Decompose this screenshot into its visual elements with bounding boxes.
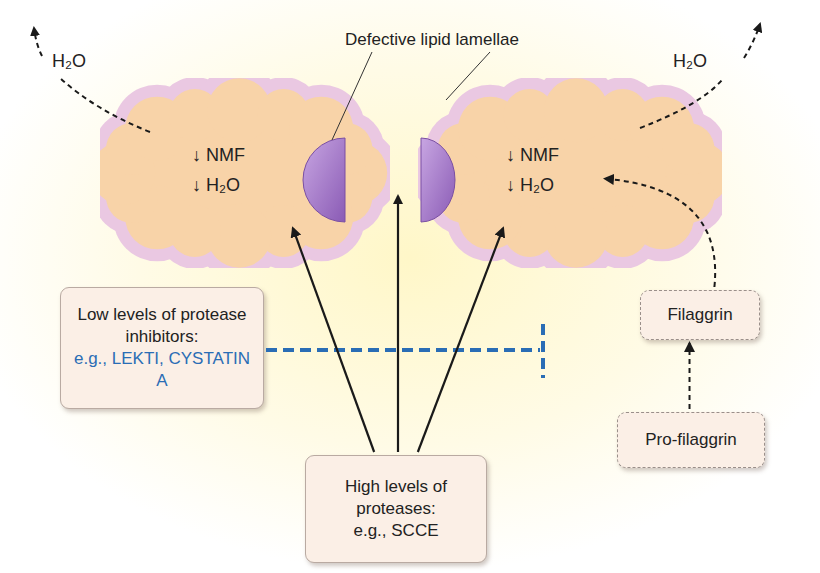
profilaggrin-box: Pro-filaggrin xyxy=(617,412,765,468)
status-text: ↓ NMF xyxy=(192,140,245,170)
text-group: ↓ NMF↓ H₂O xyxy=(506,140,559,200)
corneocyte-shape xyxy=(418,78,722,268)
protease-arrow xyxy=(397,196,399,452)
water-label: H₂O xyxy=(52,51,86,72)
cloud-layer xyxy=(422,78,722,267)
corneocyte-shape xyxy=(100,78,390,268)
protease-box: High levels of proteases:e.g., SCCE xyxy=(305,455,487,563)
inhibitor-box: Low levels of protease inhibitors:e.g., … xyxy=(60,287,264,409)
box-text: Filaggrin xyxy=(667,304,732,326)
status-text: ↓ H₂O xyxy=(192,170,245,200)
filaggrin-box: Filaggrin xyxy=(640,290,760,340)
status-text: ↓ H₂O xyxy=(506,170,559,200)
cloud-layer xyxy=(100,78,390,268)
lipid-lamella xyxy=(303,138,345,222)
text-group: ↓ NMF↓ H₂O xyxy=(192,140,245,200)
water-label: H₂O xyxy=(673,51,707,72)
corneocyte: ↓ NMF↓ H₂O xyxy=(418,78,722,268)
box-text: e.g., LEKTI, CYSTATIN A xyxy=(71,348,253,392)
inhibition-bar xyxy=(541,324,545,378)
cloud-lobe xyxy=(662,123,714,175)
protease-arrow xyxy=(293,228,374,452)
box-text: e.g., SCCE xyxy=(353,520,438,542)
cloud-layer xyxy=(418,78,722,268)
box-text: Pro-filaggrin xyxy=(645,429,737,451)
dashed-arrow xyxy=(689,343,691,409)
lipid-lamella xyxy=(421,138,455,222)
protease-arrow xyxy=(418,228,503,452)
cloud-layer xyxy=(100,78,387,267)
inhibition-line xyxy=(266,348,540,352)
box-text: Low levels of protease inhibitors: xyxy=(71,304,253,348)
callout-label: Defective lipid lamellae xyxy=(345,30,519,50)
corneocyte: ↓ NMF↓ H₂O xyxy=(100,78,390,268)
box-text: High levels of proteases: xyxy=(316,476,476,520)
status-text: ↓ NMF xyxy=(506,140,559,170)
